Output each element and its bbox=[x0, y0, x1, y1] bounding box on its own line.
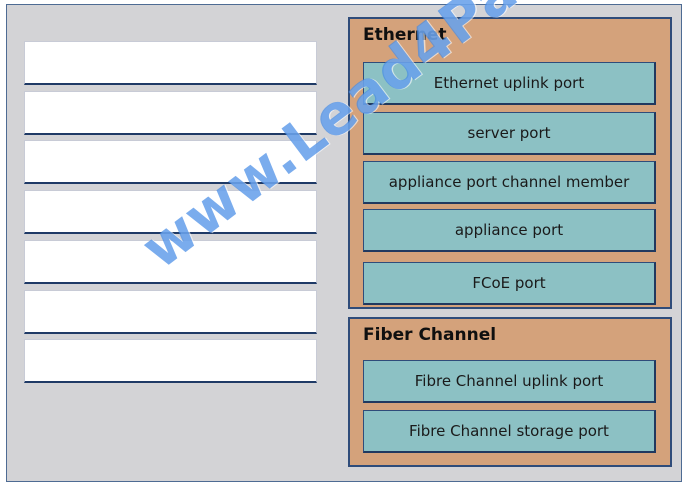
option-server-port[interactable]: server port bbox=[363, 112, 656, 155]
drag-drop-question-frame: Ethernet Ethernet uplink port server por… bbox=[6, 4, 682, 482]
option-appliance-port-channel-member[interactable]: appliance port channel member bbox=[363, 161, 656, 204]
ethernet-panel-title: Ethernet bbox=[363, 25, 447, 45]
option-appliance-port[interactable]: appliance port bbox=[363, 209, 656, 252]
option-fibre-channel-storage-port[interactable]: Fibre Channel storage port bbox=[363, 410, 656, 453]
answer-slot-7[interactable] bbox=[24, 339, 317, 383]
ethernet-panel: Ethernet Ethernet uplink port server por… bbox=[348, 17, 672, 309]
fiber-channel-panel-title: Fiber Channel bbox=[363, 325, 497, 345]
fiber-channel-panel: Fiber Channel Fibre Channel uplink port … bbox=[348, 317, 672, 467]
answer-slot-5[interactable] bbox=[24, 240, 317, 284]
answer-slot-4[interactable] bbox=[24, 190, 317, 234]
answer-slot-2[interactable] bbox=[24, 91, 317, 135]
answer-slot-3[interactable] bbox=[24, 140, 317, 184]
answer-slot-1[interactable] bbox=[24, 41, 317, 85]
option-ethernet-uplink-port[interactable]: Ethernet uplink port bbox=[363, 62, 656, 105]
option-fibre-channel-uplink-port[interactable]: Fibre Channel uplink port bbox=[363, 360, 656, 403]
answer-slot-6[interactable] bbox=[24, 290, 317, 334]
option-fcoe-port[interactable]: FCoE port bbox=[363, 262, 656, 305]
